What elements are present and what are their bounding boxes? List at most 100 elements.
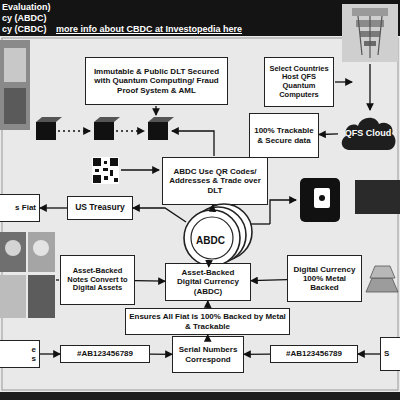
qr-block bbox=[95, 169, 99, 172]
cube bbox=[148, 122, 168, 140]
leader-line bbox=[56, 279, 59, 280]
connector bbox=[244, 354, 270, 355]
photo-bg bbox=[342, 4, 398, 62]
connector bbox=[40, 353, 60, 354]
tube bbox=[378, 16, 382, 55]
photo-tile bbox=[4, 88, 26, 124]
node-text: #AB123456789 bbox=[286, 349, 342, 358]
cube bbox=[94, 122, 114, 140]
blockchain-cubes bbox=[36, 106, 214, 156]
node-text: QFS Cloud bbox=[345, 128, 392, 138]
node-text: S bbox=[384, 349, 389, 358]
icon-detail bbox=[319, 195, 325, 201]
portrait-tile bbox=[28, 275, 55, 318]
process-box: Select Countries Host QFS Quantum Comput… bbox=[264, 57, 334, 107]
icon-detail bbox=[314, 188, 330, 208]
process-box: #AB123456789 bbox=[60, 345, 150, 363]
connector bbox=[251, 280, 287, 281]
node-text: Asset-Backed Notes Convert to Digital As… bbox=[64, 267, 131, 293]
node-text: 100% Trackable & Secure data bbox=[253, 126, 315, 144]
node-text: Select Countries Host QFS Quantum Comput… bbox=[268, 65, 330, 100]
icon-body bbox=[300, 178, 340, 222]
gold-bars bbox=[366, 266, 398, 292]
qr-bg bbox=[92, 157, 119, 184]
portrait-face bbox=[5, 240, 21, 256]
node-text: #AB123456789 bbox=[77, 349, 133, 358]
quantum-computer bbox=[342, 4, 398, 62]
qr-block bbox=[110, 170, 113, 176]
process-box: 100% Trackable & Secure data bbox=[249, 113, 319, 158]
title-text: cy (CBDC) bbox=[2, 24, 47, 34]
tube bbox=[358, 16, 362, 55]
node-text: Asset-Backed Digital Currency (ABDC) bbox=[169, 268, 247, 296]
photo-tile bbox=[4, 48, 26, 82]
leader-arrow bbox=[121, 169, 159, 170]
tube bbox=[369, 16, 370, 58]
cube-top bbox=[94, 117, 120, 122]
leader-arrow bbox=[270, 200, 296, 224]
node-text: e s bbox=[26, 345, 36, 363]
process-box: Ensures All Fiat is 100% Backed by Metal… bbox=[125, 308, 290, 335]
cube bbox=[36, 122, 56, 140]
process-box: Asset-Backed Notes Convert to Digital As… bbox=[60, 255, 135, 305]
qr-code bbox=[92, 157, 159, 184]
connector bbox=[135, 280, 165, 282]
bottom-band bbox=[0, 392, 400, 400]
chain-link bbox=[116, 130, 144, 131]
process-box: Serial Numbers Correspond bbox=[172, 336, 244, 373]
leader-arrow bbox=[155, 106, 156, 115]
coin bbox=[184, 210, 240, 266]
node-text: Digital Currency 100% Metal Backed bbox=[291, 265, 358, 293]
coin-rim bbox=[191, 217, 233, 259]
title-band bbox=[0, 0, 400, 36]
portrait-tile bbox=[28, 232, 55, 272]
process-box: e s bbox=[0, 340, 40, 368]
connector bbox=[150, 354, 172, 355]
title-text: cy (ABDC) bbox=[2, 13, 47, 23]
qr-block bbox=[103, 168, 108, 171]
portrait-tile bbox=[0, 232, 26, 272]
process-box: Digital Currency 100% Metal Backed bbox=[287, 255, 362, 302]
photo-tile bbox=[0, 40, 30, 130]
qr-block bbox=[110, 158, 118, 166]
node-text: Serial Numbers Correspond bbox=[176, 345, 240, 363]
node-text: ABDC bbox=[196, 235, 225, 247]
chain-link bbox=[58, 130, 90, 131]
connector bbox=[319, 133, 338, 135]
title-text: more info about CBDC at Investopedia her… bbox=[56, 24, 242, 34]
frame bbox=[2, 38, 398, 390]
qr-block bbox=[93, 175, 101, 183]
cube-top bbox=[148, 117, 174, 122]
process-box: US Treasury bbox=[67, 196, 133, 220]
leader-arrow bbox=[335, 81, 352, 82]
coin-stack: ABDC bbox=[178, 206, 242, 270]
cloud-shape: QFS Cloud bbox=[338, 112, 398, 154]
node-text: Ensures All Fiat is 100% Backed by Metal… bbox=[129, 312, 286, 330]
qr-block bbox=[104, 161, 107, 164]
cut-box bbox=[355, 180, 400, 214]
qr-block bbox=[93, 158, 101, 166]
plate bbox=[352, 8, 388, 16]
node-text: ABDC Use QR Codes/ Addresses & Trade ove… bbox=[166, 167, 264, 195]
connector bbox=[358, 353, 380, 354]
node-text: s Fiat bbox=[15, 203, 36, 212]
connector bbox=[133, 208, 186, 222]
leader-arrow bbox=[369, 64, 370, 110]
process-box: ABDC Use QR Codes/ Addresses & Trade ove… bbox=[162, 157, 268, 205]
process-box: Immutable & Public DLT Secured with Quan… bbox=[85, 57, 228, 105]
bar bbox=[370, 266, 395, 278]
bar bbox=[366, 278, 398, 292]
node-text: Immutable & Public DLT Secured with Quan… bbox=[89, 67, 224, 95]
portrait-tile bbox=[0, 275, 26, 318]
leader-arrow bbox=[172, 131, 214, 156]
qr-block bbox=[104, 176, 108, 180]
process-box: #AB123456789 bbox=[270, 345, 358, 363]
node-text: US Treasury bbox=[75, 203, 125, 213]
process-box: s Fiat bbox=[0, 194, 40, 222]
connector bbox=[40, 207, 67, 208]
cloud-fill bbox=[342, 118, 396, 150]
connector bbox=[207, 301, 208, 308]
portrait-face bbox=[33, 240, 49, 256]
process-box: S bbox=[380, 337, 400, 371]
photo bbox=[0, 40, 30, 130]
